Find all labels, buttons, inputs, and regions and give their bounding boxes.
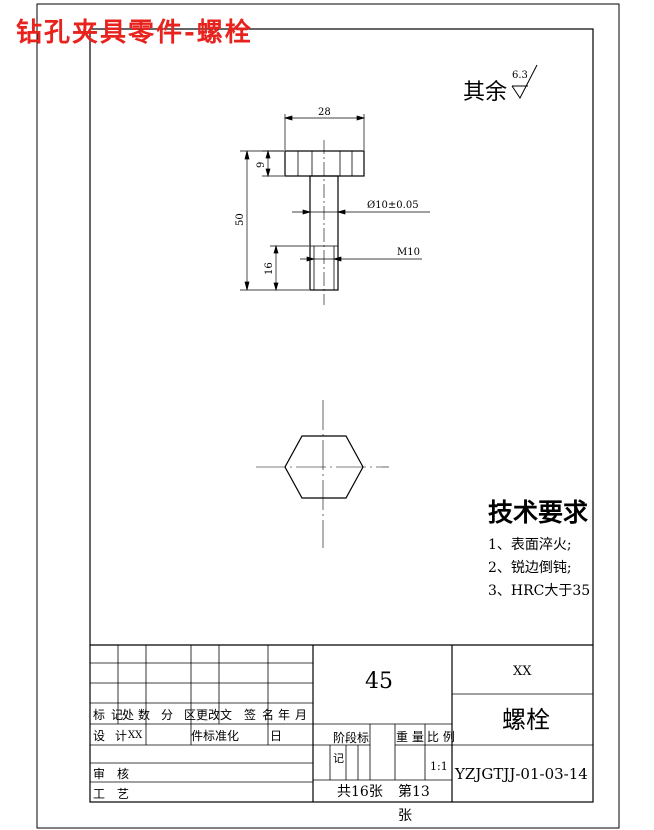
- rev-label-6: 区: [184, 708, 196, 722]
- company: XX: [513, 664, 532, 679]
- dim-thread-length: [270, 244, 309, 292]
- rev-label-7: 更改文: [196, 707, 232, 722]
- dim-shaft-diameter-text: Ø10±0.05: [367, 200, 419, 211]
- standard-label: 件标准化: [191, 729, 239, 743]
- title-block: [90, 644, 593, 802]
- sheet-number: 第13: [398, 783, 430, 800]
- rev-label-8: 签: [244, 707, 256, 722]
- tech-requirement-3: 3、HRC大于35: [488, 583, 590, 599]
- rev-label-9: 名: [262, 707, 274, 722]
- bolt-top-view: [256, 400, 389, 548]
- process-label-2: 艺: [117, 787, 129, 801]
- tech-requirements-heading: 技术要求: [488, 498, 588, 527]
- date-label: 日: [270, 729, 282, 743]
- scale-value: 1:1: [430, 760, 448, 773]
- dim-overall-length: [240, 150, 309, 291]
- rev-label-5: 分: [161, 708, 173, 722]
- design-label: 设: [93, 729, 105, 743]
- review-label: 审: [93, 766, 105, 781]
- rev-label-11: 月: [295, 708, 307, 722]
- rev-label-2: 记: [111, 708, 123, 722]
- stage-label: 阶段标: [333, 730, 369, 745]
- tech-requirement-2: 2、锐边倒钝;: [488, 560, 572, 576]
- bolt-front-view: [284, 140, 365, 305]
- outer-border: [36, 3, 620, 829]
- part-name: 螺栓: [502, 706, 550, 734]
- dim-thread-size-text: M10: [397, 247, 420, 258]
- dim-shaft-diameter: [292, 209, 430, 215]
- weight-label: 重 量: [396, 730, 424, 744]
- sheet-total: 共16张: [337, 784, 383, 800]
- rev-label-3: 处: [122, 708, 134, 722]
- dim-head-height-text: 9: [256, 162, 267, 168]
- designer-name: XX: [128, 730, 143, 741]
- rev-label-10: 年: [278, 708, 290, 722]
- sheet-suffix: 张: [398, 808, 412, 824]
- surface-finish-symbol: 6.3: [511, 64, 538, 99]
- dim-head-width: [283, 114, 366, 150]
- process-label: 工: [93, 787, 105, 801]
- rev-label-4: 数: [138, 707, 150, 722]
- inner-frame: [89, 28, 594, 803]
- stage-sub-label: 记: [333, 752, 344, 765]
- page-title: 钻孔夹具零件-螺栓: [16, 18, 253, 48]
- dim-thread-size: [300, 256, 422, 262]
- dim-overall-length-text: 50: [235, 213, 246, 226]
- surface-finish-value: 6.3: [512, 70, 528, 81]
- rev-label-1: 标: [93, 708, 105, 722]
- review-label-2: 核: [117, 767, 129, 781]
- tech-requirement-1: 1、表面淬火;: [488, 537, 572, 553]
- scale-label: 比 例: [427, 730, 455, 744]
- design-label-2: 计: [115, 729, 127, 743]
- surface-finish-label: 其余: [463, 80, 507, 105]
- dim-thread-length-text: 16: [264, 262, 275, 275]
- drawing-number: YZJGTJJ-01-03-14: [454, 765, 588, 783]
- material: 45: [365, 669, 393, 694]
- dim-head-width-text: 28: [318, 107, 331, 118]
